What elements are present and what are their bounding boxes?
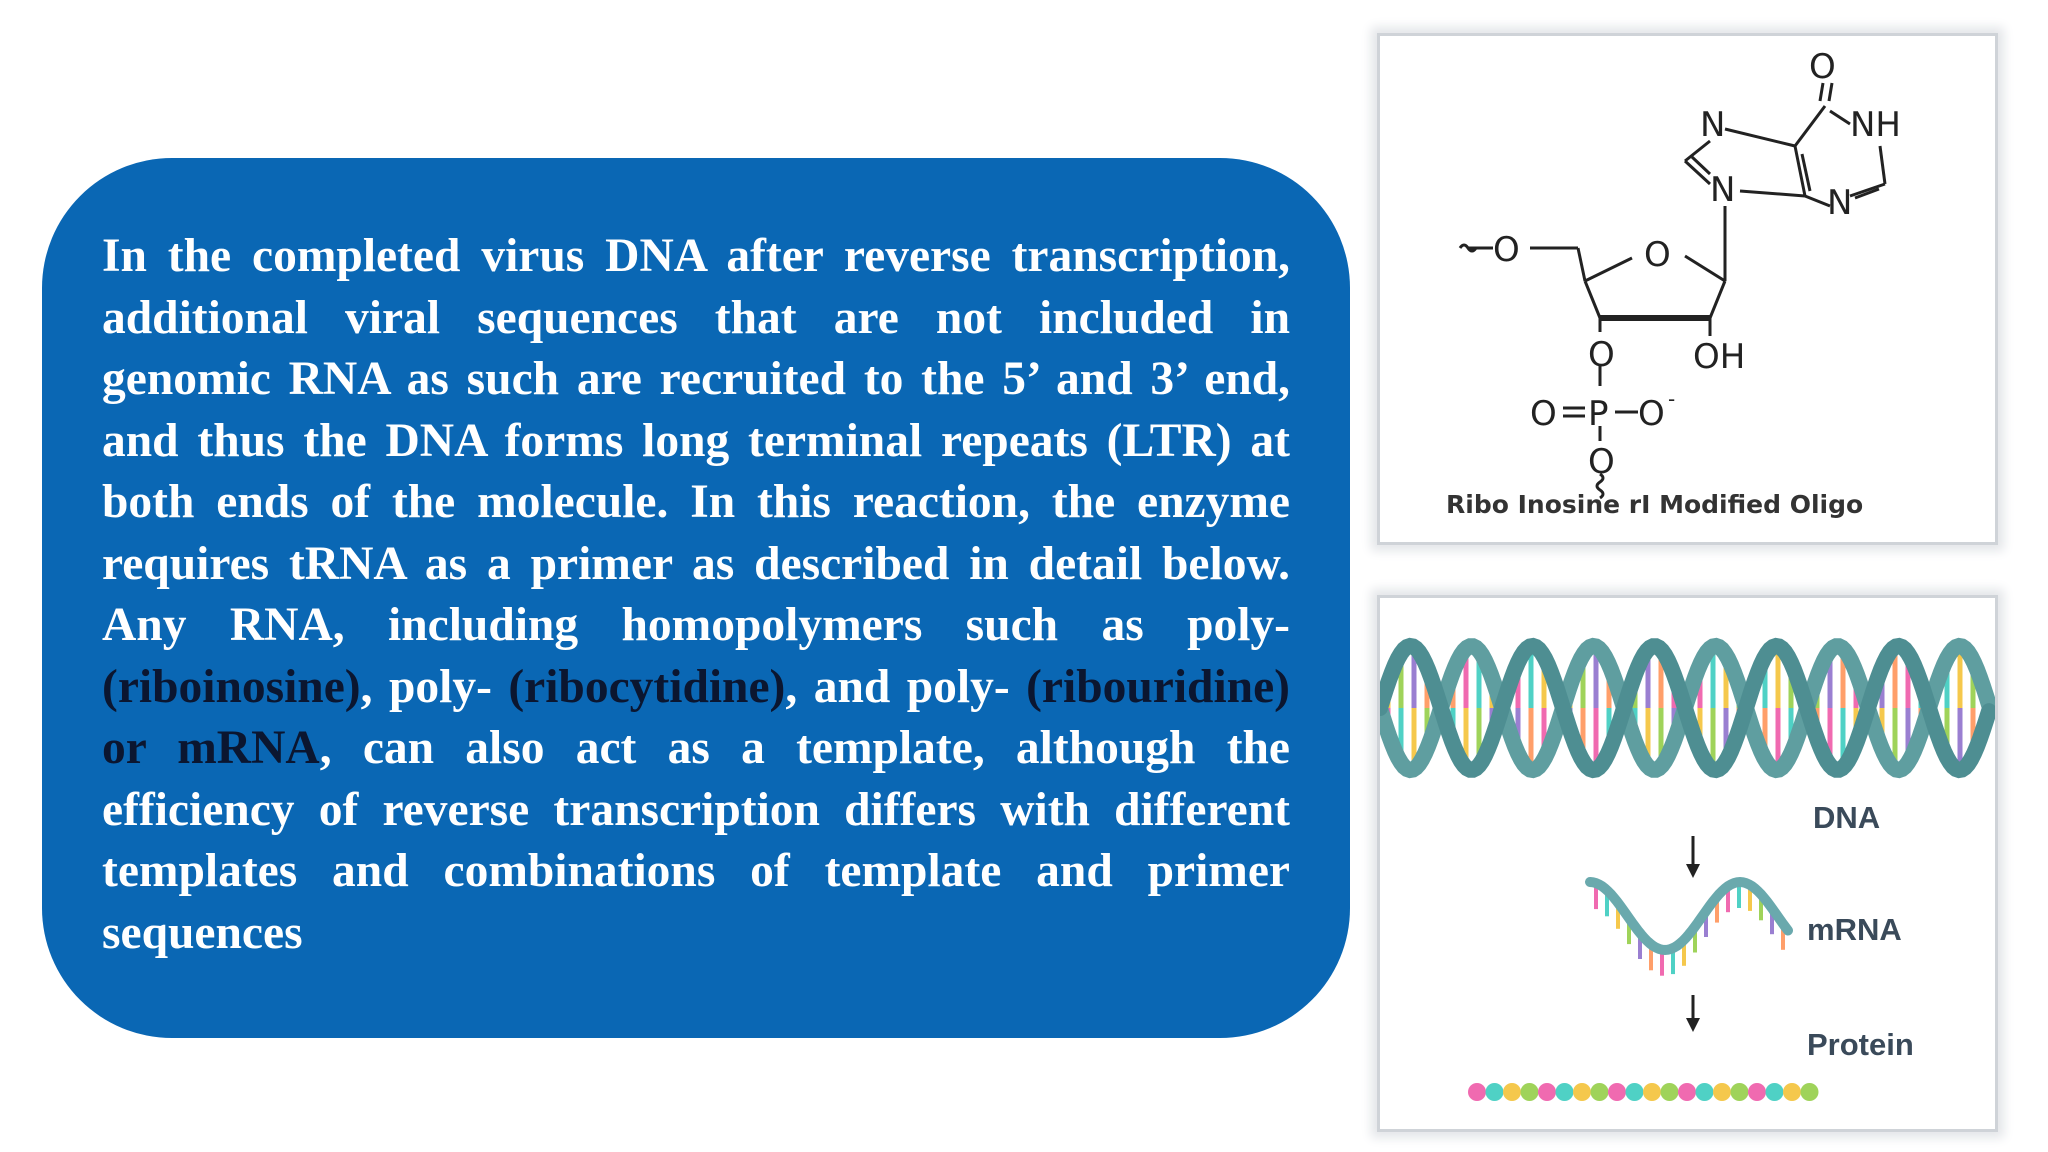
inosine-structure-drawing: O N NH N N O O OH O O P O - O Ribo Inosi… [1446, 47, 1901, 519]
dna-label: DNA [1813, 800, 1880, 835]
paragraph-part-1: In the completed virus DNA after reverse… [102, 230, 1290, 651]
paragraph-part-3: , and poly- [785, 660, 1027, 713]
amino-acid-bead [1660, 1083, 1679, 1101]
term-ribouridine-mrna: (ribouridine) or mRNA [102, 660, 1290, 775]
inosine-structure-image: O N NH N N O O OH O O P O - O Ribo Inosi… [1377, 33, 1998, 545]
atom-p: P [1588, 394, 1609, 434]
amino-acid-bead [1800, 1083, 1819, 1101]
atom-n3: N [1827, 183, 1852, 223]
protein-chain [1468, 1083, 1819, 1101]
amino-acid-bead [1503, 1083, 1521, 1101]
atom-o-top: O [1809, 47, 1836, 87]
paragraph-part-2: , poly- [360, 660, 509, 713]
mrna-strand [1585, 876, 1793, 956]
amino-acid-bead [1538, 1083, 1556, 1101]
atom-o-ring: O [1644, 235, 1671, 275]
amino-acid-bead [1695, 1083, 1714, 1101]
atom-o-double: O [1530, 394, 1557, 434]
arrow-mrna-to-protein [1686, 995, 1700, 1032]
amino-acid-bead [1748, 1083, 1766, 1101]
atom-nh: NH [1850, 105, 1901, 145]
term-riboinosine: (riboinosine) [102, 660, 361, 713]
amino-acid-bead [1783, 1083, 1801, 1101]
atom-o-minus: O [1638, 394, 1665, 434]
body-paragraph: In the completed virus DNA after reverse… [102, 226, 1290, 964]
central-dogma-image: DNA mRNA Protein [1377, 595, 1998, 1132]
amino-acid-bead [1485, 1083, 1504, 1101]
atom-oh: OH [1693, 337, 1745, 377]
amino-acid-bead [1713, 1083, 1731, 1101]
amino-acid-bead [1468, 1083, 1486, 1101]
mrna-label: mRNA [1807, 912, 1902, 947]
arrow-dna-to-mrna [1686, 836, 1700, 878]
amino-acid-bead [1608, 1083, 1626, 1101]
amino-acid-bead [1625, 1083, 1644, 1101]
amino-acid-bead [1643, 1083, 1661, 1101]
charge-minus: - [1668, 387, 1675, 411]
structure-caption: Ribo Inosine rI Modified Oligo [1446, 490, 1863, 519]
term-ribocytidine: (ribocytidine) [508, 660, 786, 713]
amino-acid-bead [1555, 1083, 1574, 1101]
atom-o-bottom: O [1588, 442, 1615, 482]
atom-o5: O [1493, 230, 1520, 270]
amino-acid-bead [1520, 1083, 1539, 1101]
text-panel: In the completed virus DNA after reverse… [42, 158, 1350, 1038]
paragraph-part-4: , can also act as a template, although t… [102, 722, 1291, 959]
amino-acid-bead [1590, 1083, 1609, 1101]
amino-acid-bead [1573, 1083, 1591, 1101]
atom-n7: N [1700, 105, 1725, 145]
protein-label: Protein [1807, 1027, 1914, 1062]
amino-acid-bead [1765, 1083, 1784, 1101]
central-dogma-drawing: DNA mRNA Protein [1380, 637, 1995, 1101]
atom-n9: N [1710, 170, 1735, 210]
dna-strand-b [1380, 637, 1995, 779]
amino-acid-bead [1730, 1083, 1749, 1101]
atom-o3: O [1588, 335, 1615, 375]
amino-acid-bead [1678, 1083, 1696, 1101]
